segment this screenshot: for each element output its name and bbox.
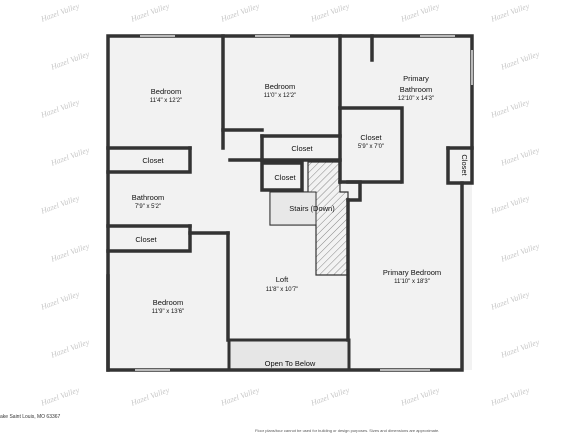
closet-d-name: Closet [135,235,157,244]
primary-bathroom-name-1: Primary [403,74,429,83]
disclaimer-text: Floor plans/tour cannot be used for buil… [255,428,440,433]
closet-c-name: Closet [274,173,296,182]
stairs-name: Stairs (Down) [289,204,335,213]
primary-bedroom-dims: 11'10" x 18'3" [394,279,430,285]
bedroom3-name: Bedroom [153,298,183,307]
bathroom-dims: 7'9" x 5'2" [135,204,161,210]
stairs-landing [269,191,317,226]
loft-name: Loft [276,275,289,284]
open-to-below-name: Open To Below [265,359,316,368]
bedroom2-dims: 11'0" x 12'2" [264,93,296,99]
open-to-below-box [227,338,351,372]
windows [135,35,473,371]
loft-dims: 11'8" x 10'7" [266,287,298,293]
address-text: ake Saint Louis, MO 63367 [0,414,61,420]
primary-bedroom-name: Primary Bedroom [383,268,441,277]
walkin-closet-name: Closet [360,133,382,142]
closet-a-name: Closet [142,156,164,165]
bathroom-name: Bathroom [132,193,165,202]
bedroom1-dims: 11'4" x 12'2" [150,98,182,104]
bedroom3-dims: 11'9" x 13'6" [152,309,184,315]
bedroom1-name: Bedroom [151,87,181,96]
walls [106,34,474,372]
walkin-closet-dims: 5'9" x 7'0" [358,144,384,150]
closet-b-name: Closet [291,144,313,153]
bedroom2-name: Bedroom [265,82,295,91]
closet-vertical-name: Closet [460,154,469,176]
primary-bathroom-dims: 12'10" x 14'3" [398,96,434,102]
primary-bathroom-name-2: Bathroom [400,85,433,94]
